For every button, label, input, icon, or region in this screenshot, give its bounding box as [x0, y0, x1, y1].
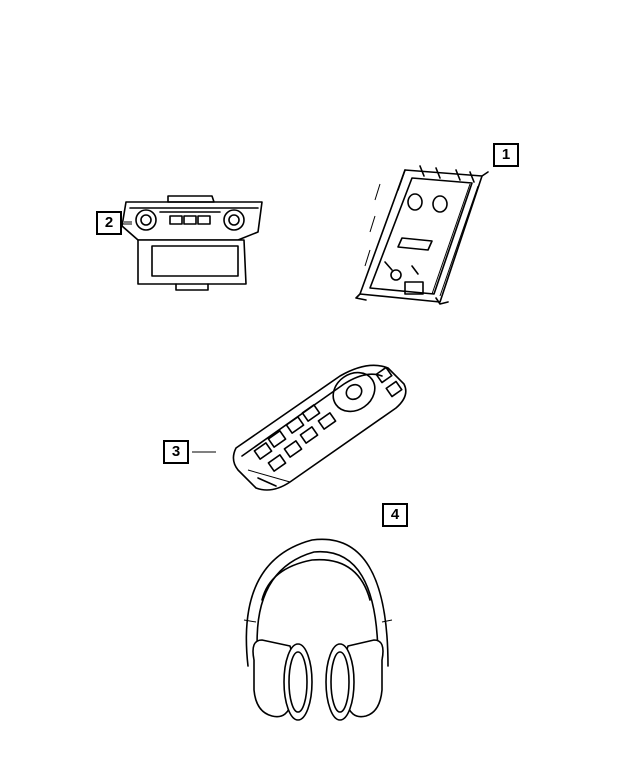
callout-3: 3 — [163, 440, 189, 464]
callout-2: 2 — [96, 211, 122, 235]
callout-4: 4 — [382, 503, 408, 527]
wireless-headphones — [243, 538, 393, 721]
mounting-bracket — [355, 165, 489, 305]
remote-control — [232, 364, 407, 491]
overhead-video-screen — [121, 195, 263, 291]
callout-1: 1 — [493, 143, 519, 167]
